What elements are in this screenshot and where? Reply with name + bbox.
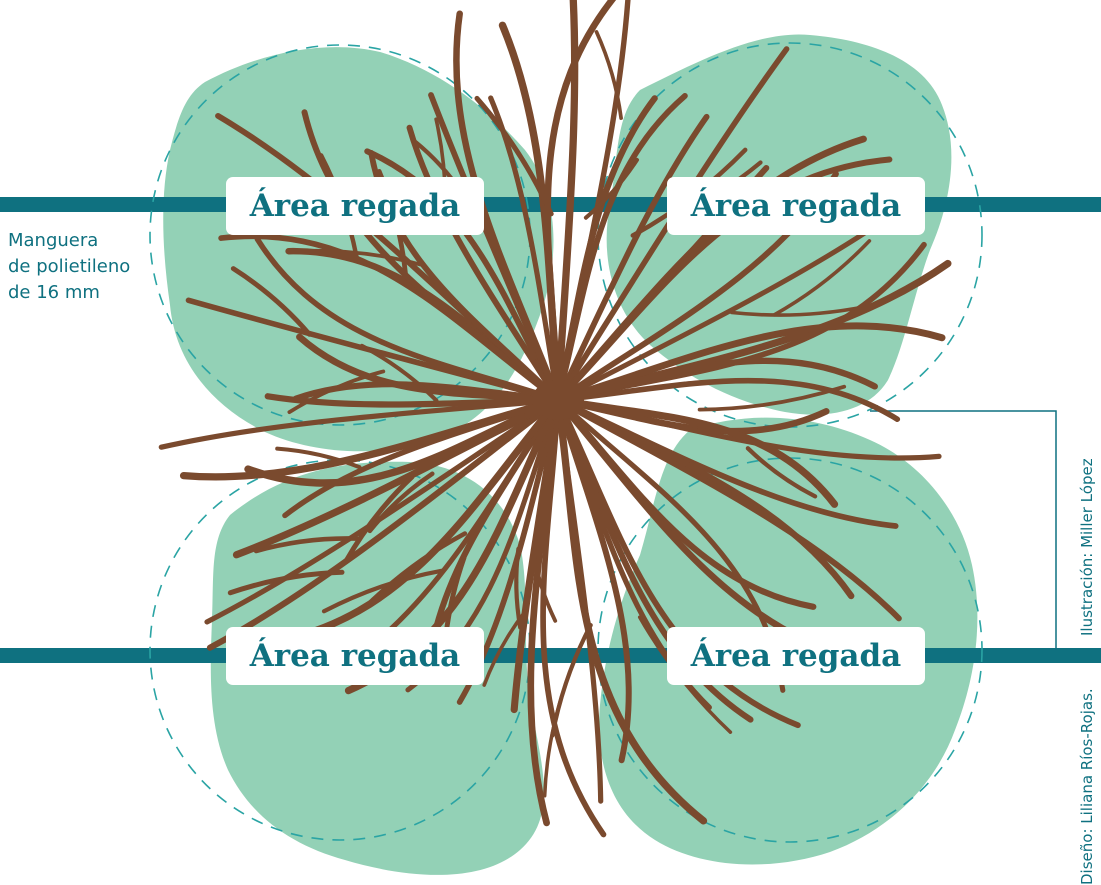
hose-label-line-1: Manguera	[8, 228, 178, 254]
illustration-credit: Ilustración: Miller López	[1078, 458, 1096, 636]
area-label-bottom-left: Área regada	[226, 627, 484, 685]
area-label-bottom-right: Área regada	[667, 627, 925, 685]
design-credit: Diseño: Liliana Ríos-Rojas.	[1078, 688, 1096, 885]
area-label-top-right: Área regada	[667, 177, 925, 235]
area-label-top-left: Área regada	[226, 177, 484, 235]
hose-bottom	[0, 648, 1101, 663]
root-branch	[552, 625, 590, 736]
root-crown	[532, 380, 584, 420]
hose-label-line-2: de polietileno	[8, 254, 178, 280]
hose-label-line-3: de 16 mm	[8, 280, 178, 306]
hose-label: Manguera de polietileno de 16 mm	[8, 228, 178, 306]
